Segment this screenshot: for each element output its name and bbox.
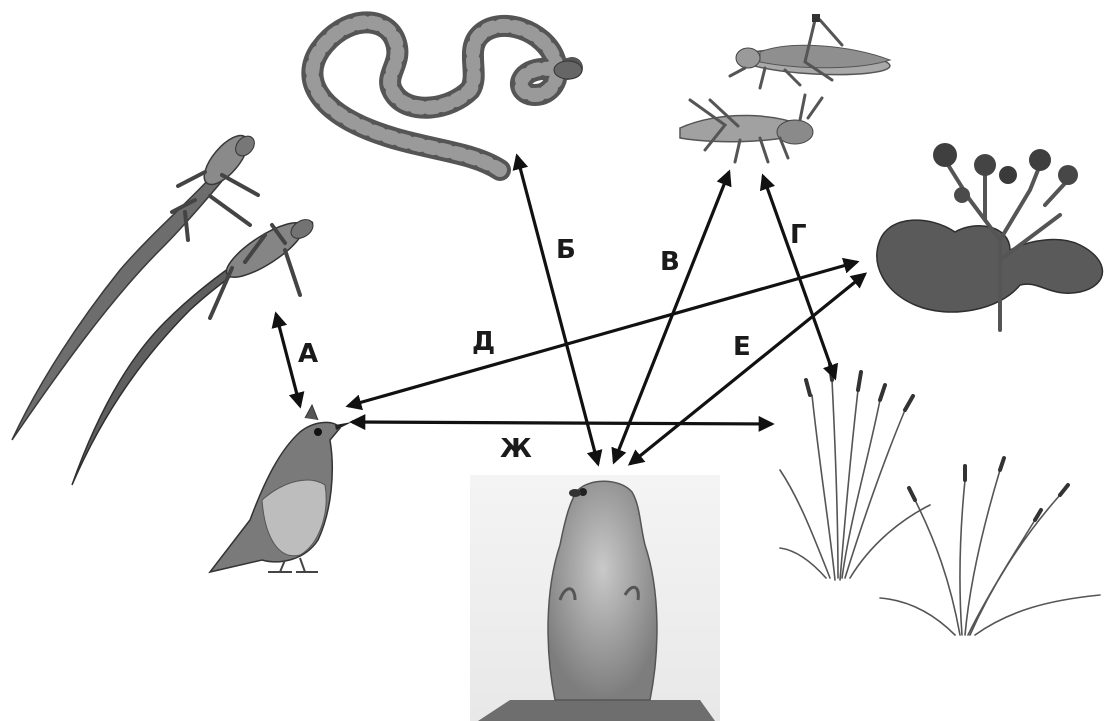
- arrow-a: [276, 314, 300, 406]
- label-d: Д: [472, 327, 495, 357]
- label-v: В: [660, 247, 680, 277]
- arrow-b: [517, 156, 598, 464]
- label-b: Б: [556, 235, 576, 265]
- label-g: Г: [790, 220, 807, 250]
- label-a: А: [298, 339, 318, 369]
- arrow-d: [348, 262, 857, 406]
- locust-image: [730, 14, 891, 88]
- label-e: Е: [733, 332, 751, 362]
- grasses-image: [780, 364, 1100, 635]
- skylark-image: [210, 405, 352, 572]
- viper-image: [312, 22, 582, 170]
- marmot-image: [470, 475, 720, 721]
- arrows: [276, 156, 865, 464]
- arrow-zh: [352, 422, 772, 424]
- grasshopper-image: [680, 95, 822, 162]
- label-zh: Ж: [500, 434, 532, 464]
- arrow-v: [614, 172, 729, 462]
- lizards-image: [12, 129, 316, 485]
- burdock-image: [877, 143, 1103, 330]
